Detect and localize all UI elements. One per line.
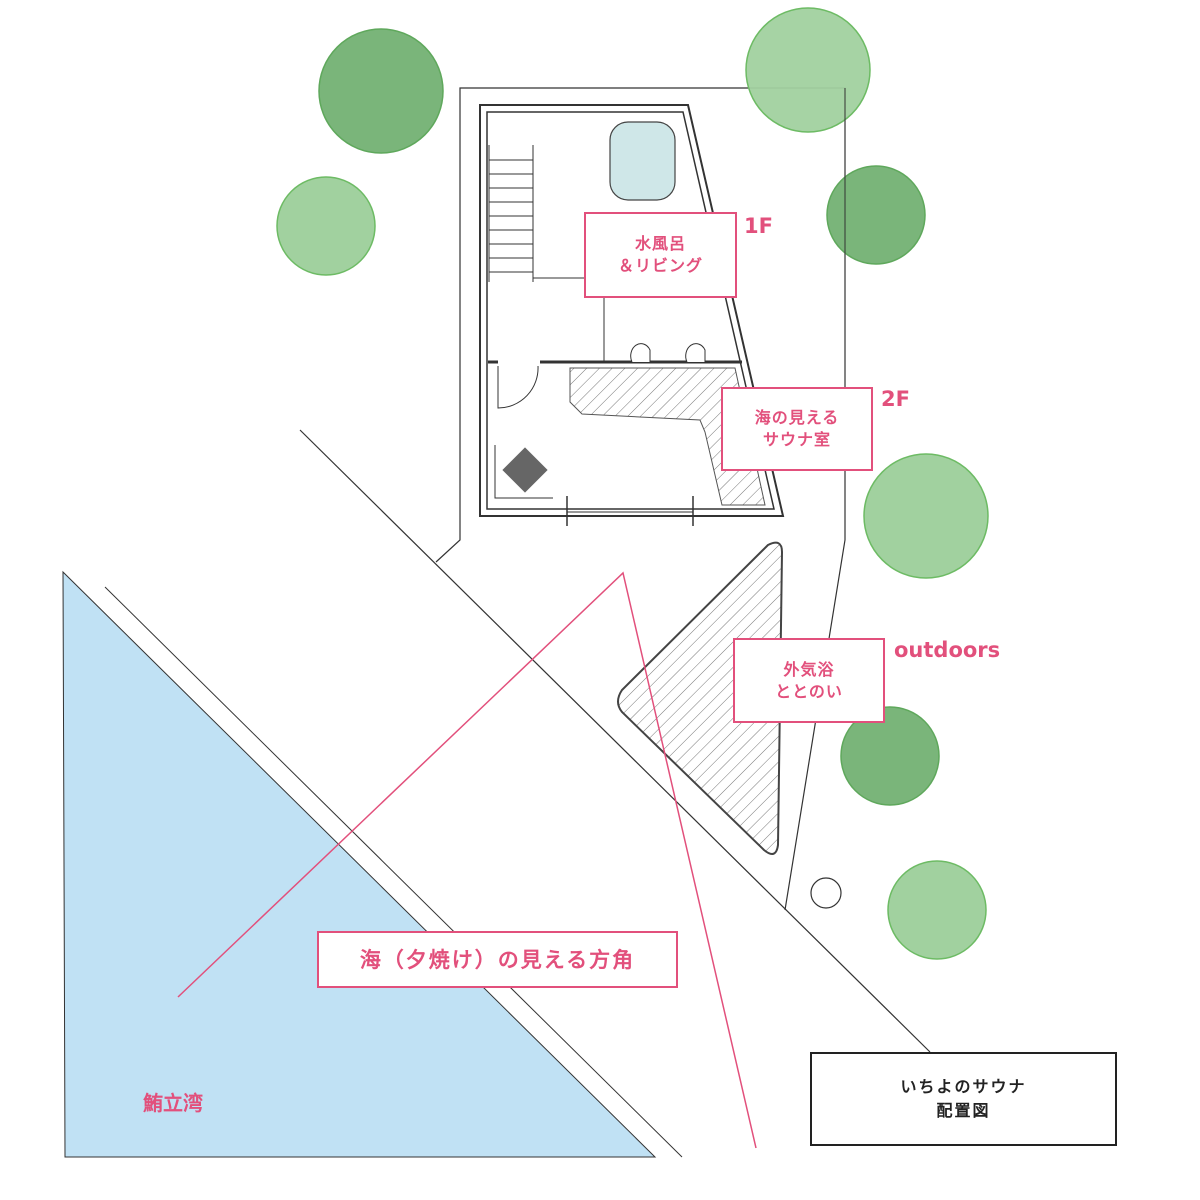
bay-label: 鮪立湾: [143, 1091, 203, 1115]
door: [497, 365, 539, 409]
tree-icon: [840, 706, 940, 806]
drawing-title-box: いちよのサウナ 配置図: [810, 1052, 1117, 1146]
floor-tag-2f: 2F: [881, 387, 910, 411]
view-direction-lines: [177, 571, 757, 1149]
building-plan: [479, 104, 785, 526]
tree-icon: [745, 7, 871, 133]
tree-icon: [887, 860, 987, 960]
door: [685, 343, 706, 363]
label-line: ととのい: [775, 681, 843, 701]
tree-icon: [276, 176, 376, 276]
title-line: 配置図: [936, 1101, 991, 1120]
label-1f-room: 水風呂 ＆リビング: [584, 212, 737, 298]
label-line: サウナ室: [762, 430, 831, 449]
label-outdoor-area: 外気浴 ととのい: [733, 638, 885, 723]
label-line: ＆リビング: [617, 256, 703, 275]
label-2f-room: 海の見える サウナ室: [721, 387, 873, 471]
title-line: いちよのサウナ: [900, 1077, 1027, 1096]
label-line: 海の見える: [754, 408, 840, 427]
label-line: 海（夕焼け）の見える方角: [359, 947, 636, 972]
tree-icon: [863, 453, 989, 579]
staircase: [488, 145, 534, 282]
site-boundary: [435, 87, 846, 911]
tree-icon: [318, 28, 444, 154]
coast-line: [104, 586, 683, 1158]
floor-tag-1f: 1F: [744, 214, 773, 238]
well-icon: [810, 877, 842, 909]
road-edge: [299, 429, 931, 1053]
outdoors-tag: outdoors: [894, 638, 1001, 662]
label-line: 外気浴: [783, 659, 835, 679]
tree-icon: [826, 165, 926, 265]
sea-area: [62, 570, 657, 1158]
trees: [276, 7, 989, 960]
door: [630, 343, 651, 363]
outdoor-deck: [617, 541, 784, 855]
label-line: 水風呂: [634, 234, 686, 253]
view-direction-label: 海（夕焼け）の見える方角: [317, 931, 678, 988]
cold-bath: [609, 121, 676, 201]
